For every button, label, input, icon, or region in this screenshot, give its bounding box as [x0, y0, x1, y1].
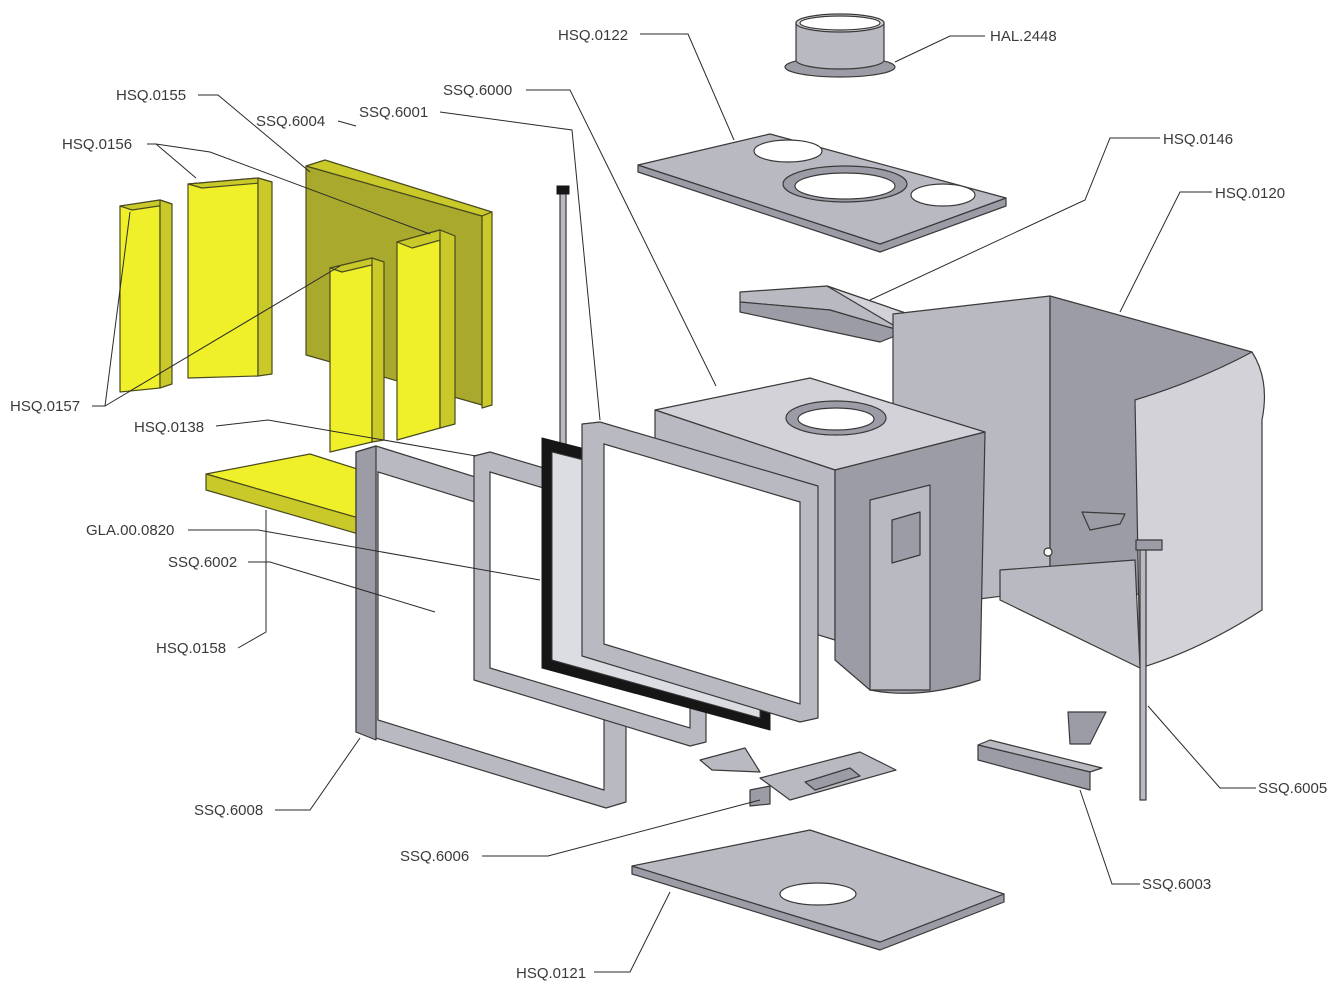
- label-ssq-6006: SSQ.6006: [400, 848, 469, 865]
- label-hsq-0158: HSQ.0158: [156, 640, 226, 657]
- part-base-plate: [631, 829, 1005, 951]
- part-top-plate: [637, 133, 1007, 253]
- part-side-firebrick-left: [119, 177, 273, 393]
- leader-lines: [92, 33, 1256, 973]
- part-rod-right: [1135, 539, 1163, 801]
- label-ssq-6001: SSQ.6001: [359, 104, 428, 121]
- part-flue-collar: [784, 13, 896, 78]
- label-gla-00-0820: GLA.00.0820: [86, 522, 174, 539]
- label-ssq-6002: SSQ.6002: [168, 554, 237, 571]
- label-hal-2448: HAL.2448: [990, 28, 1057, 45]
- label-hsq-0156: HSQ.0156: [62, 136, 132, 153]
- label-ssq-6004: SSQ.6004: [256, 113, 325, 130]
- label-hsq-0122: HSQ.0122: [558, 27, 628, 44]
- part-door-frame-back: [581, 421, 819, 723]
- label-hsq-0138: HSQ.0138: [134, 419, 204, 436]
- label-ssq-6005: SSQ.6005: [1258, 780, 1327, 797]
- label-hsq-0155: HSQ.0155: [116, 87, 186, 104]
- label-hsq-0120: HSQ.0120: [1215, 185, 1285, 202]
- label-ssq-6003: SSQ.6003: [1142, 876, 1211, 893]
- label-hsq-0157: HSQ.0157: [10, 398, 80, 415]
- label-ssq-6000: SSQ.6000: [443, 82, 512, 99]
- label-ssq-6008: SSQ.6008: [194, 802, 263, 819]
- part-grate: [699, 747, 897, 807]
- part-labels: HSQ.0122 HAL.2448 HSQ.0155 SSQ.6004 SSQ.…: [10, 27, 1327, 982]
- part-side-firebrick-right: [329, 229, 456, 453]
- part-rod-left: [556, 185, 570, 461]
- part-bar-right: [977, 711, 1107, 791]
- label-hsq-0146: HSQ.0146: [1163, 131, 1233, 148]
- label-hsq-0121: HSQ.0121: [516, 965, 586, 982]
